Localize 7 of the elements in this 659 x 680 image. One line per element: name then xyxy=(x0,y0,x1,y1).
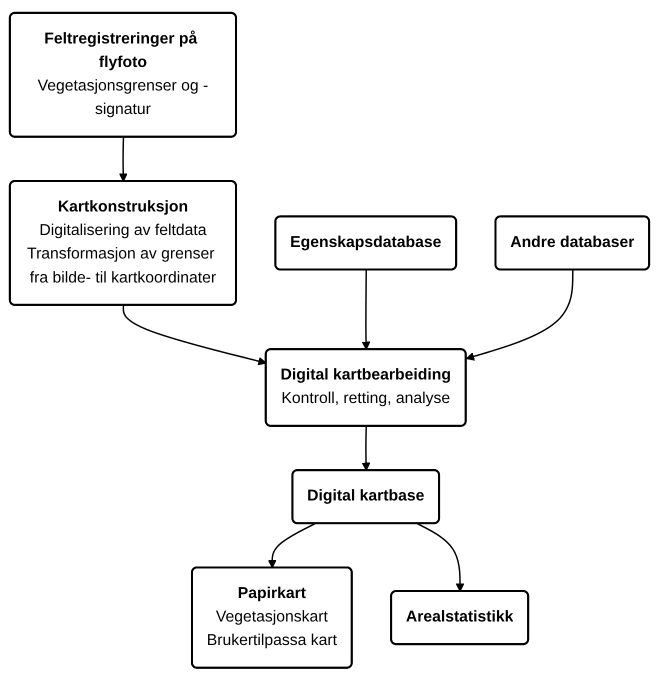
arrow xyxy=(362,426,370,471)
arrow xyxy=(118,136,128,182)
arrow xyxy=(417,522,464,592)
arrow xyxy=(122,305,267,366)
arrow xyxy=(268,522,316,568)
arrow xyxy=(362,270,370,350)
arrow xyxy=(466,270,574,360)
